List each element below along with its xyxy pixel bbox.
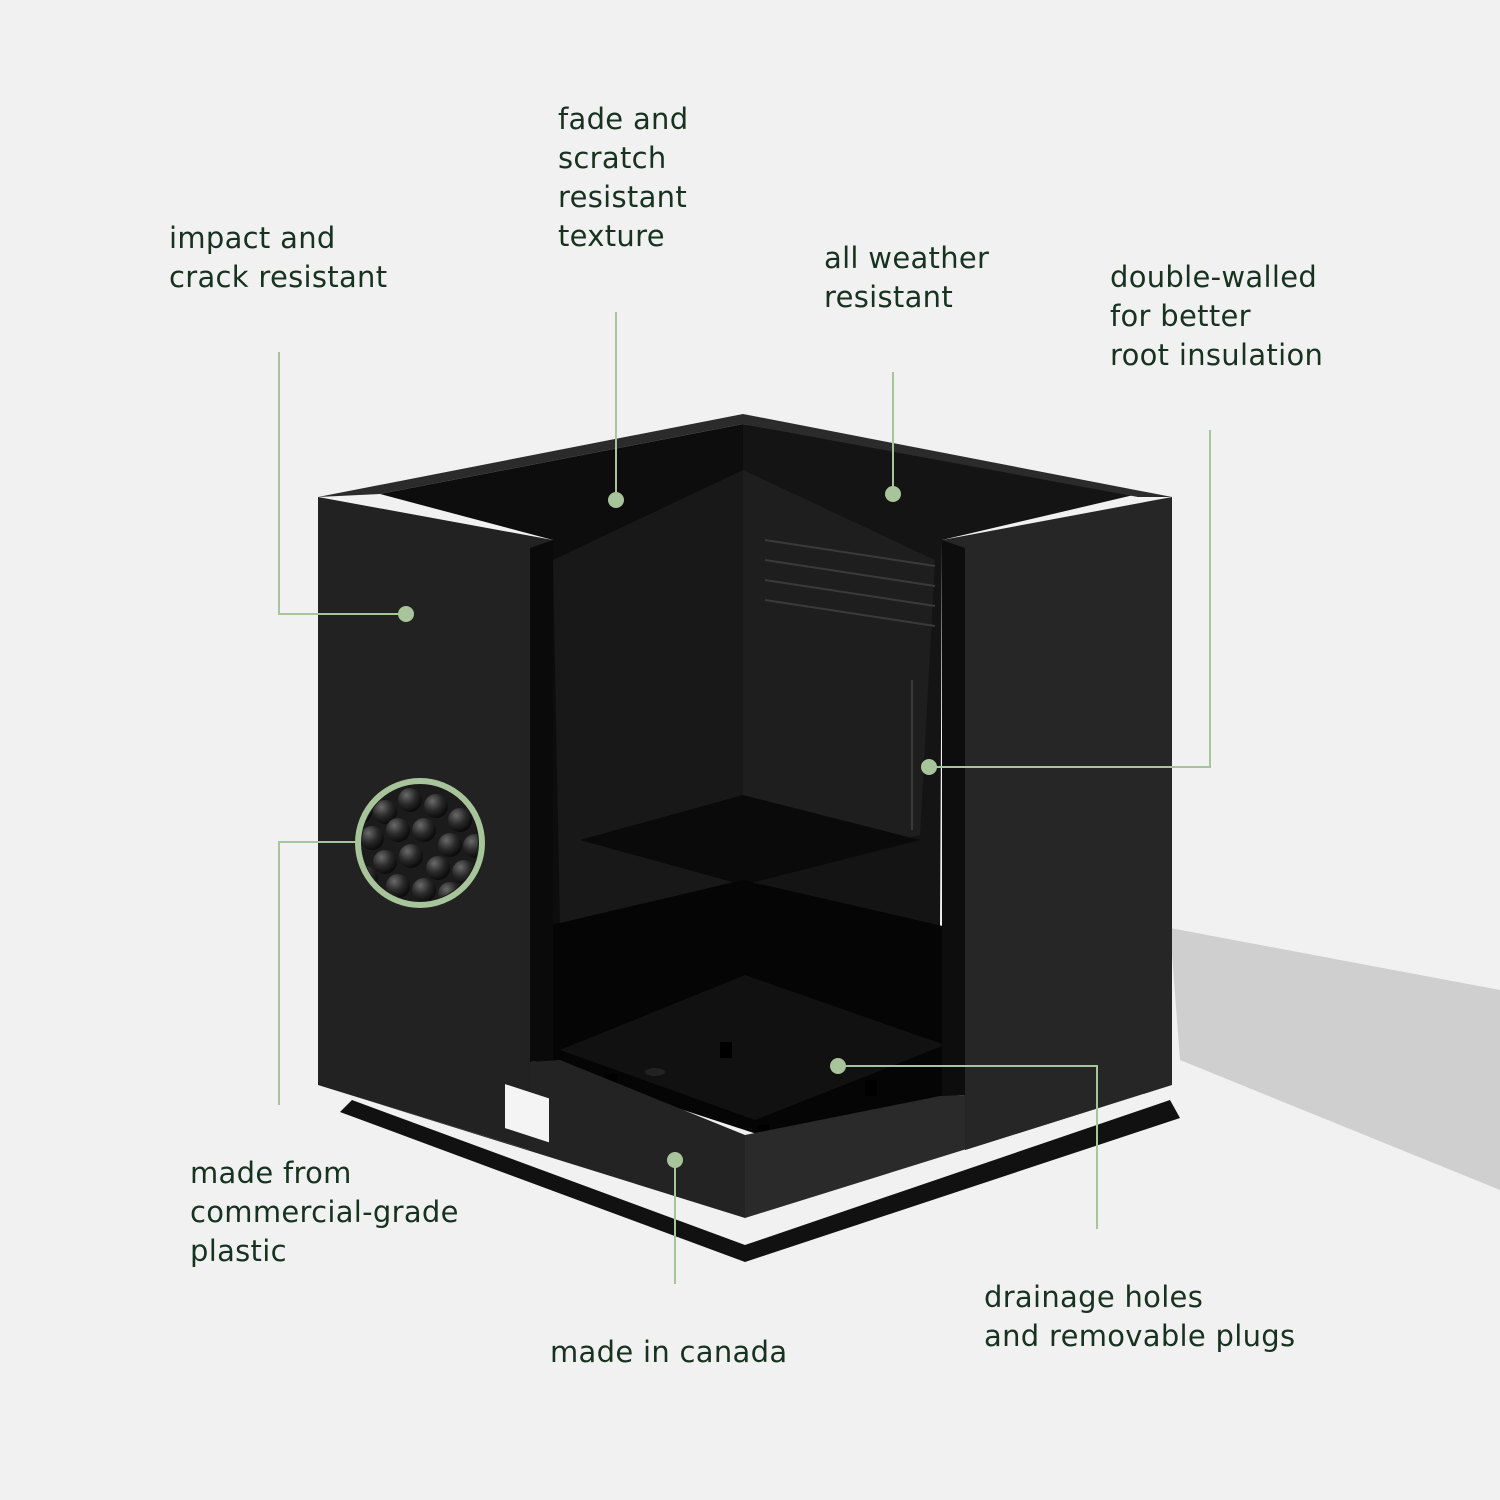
insert-ribs [764,539,936,830]
callout-plastic: made from commercial-grade plastic [190,1156,459,1268]
dot-double-walled [921,759,937,775]
planter-shadow [1170,928,1500,1190]
dot-weather [885,486,901,502]
rim-back [318,414,1172,497]
callout-impact: impact and crack resistant [169,221,388,294]
front-right-wall [942,497,1172,1150]
dot-fade [608,492,624,508]
callout-weather: all weather resistant [824,241,990,314]
insert-floor [580,795,920,885]
callout-drainage: drainage holes and removable plugs [984,1280,1296,1353]
callout-dots [398,486,937,1168]
front-bottom-right [745,1085,1172,1218]
inner-insert-right [743,470,935,880]
reservoir-floor [560,975,945,1120]
front-left-wall-cut [530,540,553,1062]
callout-lines [278,312,1211,1284]
front-bottom-left [318,1060,745,1218]
front-right-wall-cut [942,540,965,1096]
brand-tag [505,1084,549,1143]
dot-drainage [830,1058,846,1074]
dot-impact [398,606,414,622]
callout-fade: fade and scratch resistant texture [558,102,689,253]
callout-double-walled: double-walled for better root insulation [1110,260,1324,372]
dot-canada [667,1152,683,1168]
material-zoom-circle [355,778,485,908]
callout-canada: made in canada [550,1335,788,1369]
